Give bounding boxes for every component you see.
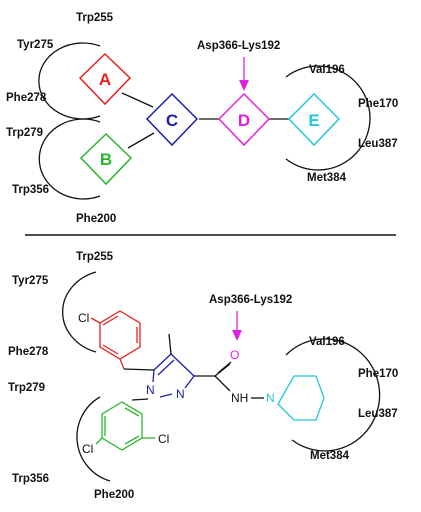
residue-label: Val196 xyxy=(309,336,345,348)
pocket-e-arc xyxy=(285,65,371,171)
residue-label: Phe278 xyxy=(8,346,49,358)
box-a: A xyxy=(78,52,132,106)
chlorine-atom: Cl xyxy=(78,311,89,325)
bottom-scheme: Cl N N O NH xyxy=(8,251,398,501)
nitrogen-atom: N xyxy=(146,383,155,397)
box-links xyxy=(121,92,290,149)
residue-label: Val196 xyxy=(309,64,345,76)
box-b: B xyxy=(79,132,133,186)
residue-label: Trp356 xyxy=(12,184,49,196)
oxygen-atom: O xyxy=(230,348,239,362)
nh-group: NH xyxy=(231,391,248,405)
box-b-label: B xyxy=(100,150,112,169)
top-scheme: A B C D E Trp255 Tyr275 Phe278 Trp279 Tr… xyxy=(6,12,398,225)
d-site-arrow xyxy=(232,311,242,341)
residue-label: Trp255 xyxy=(76,12,114,24)
residue-label: Phe200 xyxy=(94,489,134,501)
residue-label: Phe200 xyxy=(76,213,116,225)
residue-label: Leu387 xyxy=(358,138,398,150)
residue-label: Trp279 xyxy=(6,127,43,139)
piperidine-ring xyxy=(277,375,325,421)
box-c-label: C xyxy=(166,111,178,130)
residue-label: Tyr275 xyxy=(17,39,54,51)
chlorine-atom: Cl xyxy=(158,432,169,446)
residue-label: Tyr275 xyxy=(12,275,49,287)
d-site-label: Asp366-Lys192 xyxy=(197,40,280,52)
box-d: D xyxy=(217,92,271,147)
pocket-e-arc xyxy=(285,338,381,452)
link-a-c xyxy=(121,92,154,108)
residue-label: Met384 xyxy=(310,450,350,462)
residue-label: Leu387 xyxy=(358,408,398,420)
d-site-label: Asp366-Lys192 xyxy=(209,294,292,306)
dichlorophenyl-ring xyxy=(95,401,155,451)
nitrogen-atom: N xyxy=(176,387,185,401)
residue-label: Trp279 xyxy=(8,382,45,394)
d-site-arrow xyxy=(239,57,249,91)
pocket-a-arc xyxy=(38,42,101,120)
residue-label: Met384 xyxy=(307,172,347,184)
residue-label: Phe170 xyxy=(358,98,398,110)
residue-label: Trp255 xyxy=(76,251,114,263)
residue-label: Trp356 xyxy=(12,473,49,485)
ring-links xyxy=(123,333,264,401)
box-e-label: E xyxy=(308,111,319,130)
residue-label: Phe278 xyxy=(6,92,47,104)
pyrazole-ring xyxy=(152,353,195,398)
piperidine-nitrogen: N xyxy=(266,391,275,405)
pocket-b-arc xyxy=(76,396,111,482)
chlorine-atom: Cl xyxy=(82,442,93,456)
box-e: E xyxy=(287,92,341,147)
link-b-c xyxy=(127,132,155,149)
box-a-label: A xyxy=(99,70,111,89)
residue-label: Phe170 xyxy=(358,368,398,380)
pocket-b-arc xyxy=(38,118,101,200)
box-d-label: D xyxy=(238,111,250,130)
pocket-a-arc xyxy=(62,271,97,353)
chlorophenyl-ring-top xyxy=(90,310,141,370)
box-c: C xyxy=(145,92,199,147)
